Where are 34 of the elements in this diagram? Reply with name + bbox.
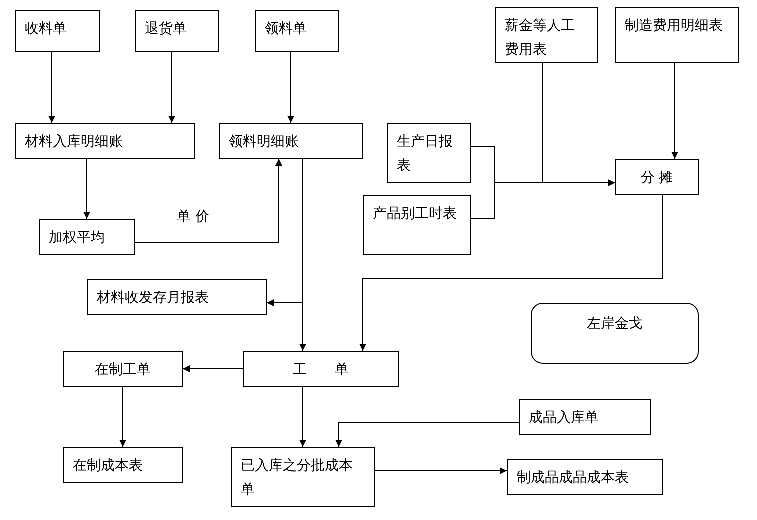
process-box: 分 摊 <box>615 159 699 195</box>
arrow <box>300 158 306 352</box>
process-box: 成品入库单 <box>519 399 651 435</box>
arrow <box>182 366 244 372</box>
process-box: 材料入库明细账 <box>15 123 195 159</box>
arrow <box>84 158 90 220</box>
process-box: 生产日报表 <box>387 123 471 183</box>
process-box: 在制成本表 <box>63 447 183 483</box>
process-box: 收料单 <box>15 10 100 52</box>
process-box: 制造费用明细表 <box>615 7 739 63</box>
arrow <box>672 62 678 160</box>
arrow <box>300 386 306 448</box>
process-box: 退货单 <box>135 10 219 52</box>
arrow <box>288 52 294 124</box>
arrow <box>336 422 520 448</box>
arrow <box>134 158 282 244</box>
arrow <box>542 62 616 186</box>
arrow <box>360 194 664 352</box>
arrow <box>374 468 508 474</box>
process-box: 加权平均 <box>39 219 135 255</box>
process-box: 领料单 <box>255 10 339 52</box>
arrow <box>168 52 176 124</box>
arrow <box>48 52 56 124</box>
process-box: 材料收发存月报表 <box>87 279 267 315</box>
process-box: 薪金等人工费用表 <box>495 7 598 63</box>
edge-label: 单 价 <box>175 208 212 226</box>
process-box: 领料明细账 <box>219 123 363 159</box>
process-box: 在制工单 <box>63 351 183 387</box>
process-box: 工 单 <box>243 351 399 387</box>
process-box: 产品别工时表 <box>363 195 471 255</box>
process-box: 已入库之分批成本单 <box>231 447 375 507</box>
rounded-box: 左岸金戈 <box>531 303 699 364</box>
arrow <box>120 386 126 448</box>
process-box: 制成品成品成本表 <box>507 459 663 495</box>
